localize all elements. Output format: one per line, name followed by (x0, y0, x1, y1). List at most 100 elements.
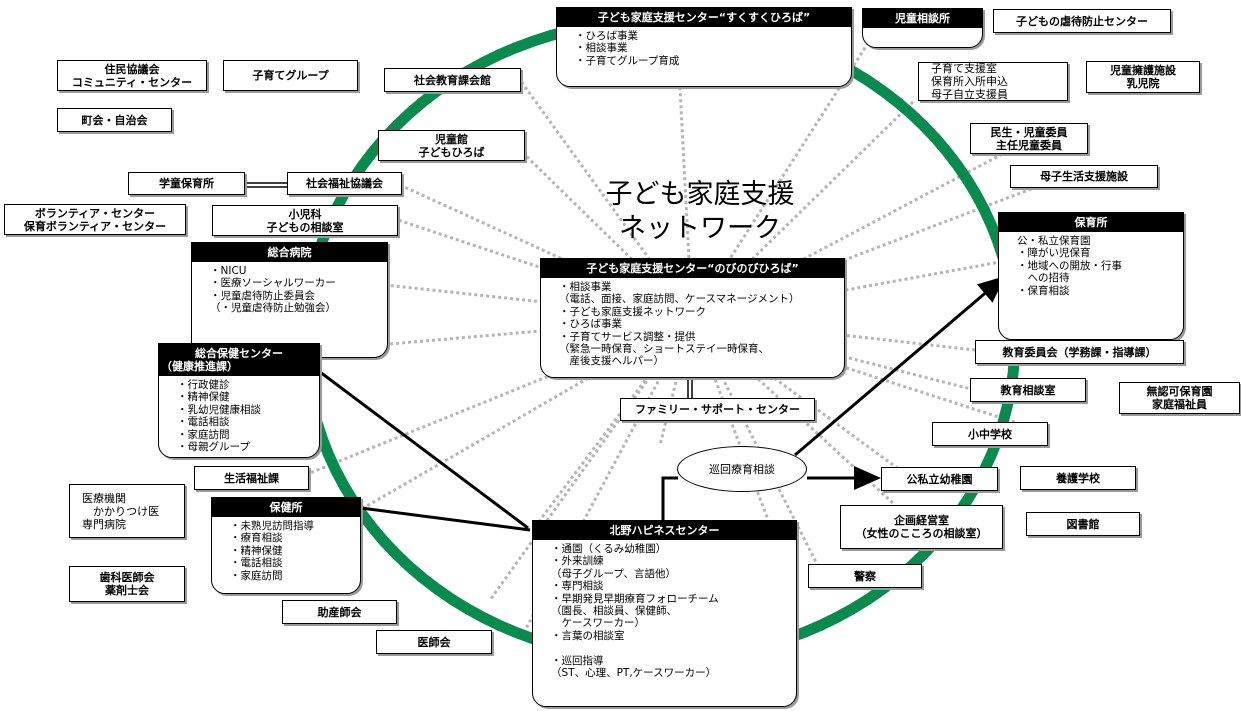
node-muninka[interactable]: 無認可保育園家庭福祉員 (1119, 382, 1240, 414)
node-label: 子どもの虐待防止センター (1016, 14, 1148, 28)
card-item: ・子育てグループ育成 (575, 54, 680, 67)
node-label: 子育て支援室 (931, 62, 997, 75)
node-shakai-kyouiku[interactable]: 社会教育課会館 (384, 68, 521, 92)
card-item: ・家庭訪問 (230, 569, 283, 582)
node-label: 子どもの相談室 (266, 220, 344, 234)
node-volunteer[interactable]: ボランティア・センター保育ボランティア・センター (4, 204, 186, 235)
card-item: ・精神保健 (177, 391, 230, 404)
node-label: 助産師会 (317, 605, 362, 619)
card-item: ・電話相談 (177, 416, 230, 429)
node-ishikai[interactable]: 医師会 (376, 630, 492, 654)
node-kosodate-shienshitsu[interactable]: 子育て支援室保育所入所申込母子自立支援員 (918, 62, 1068, 101)
junkai-ryouiku-soudan-ellipse[interactable]: 巡回療育相談 (677, 446, 807, 492)
node-shika[interactable]: 歯科医師会薬剤士会 (69, 566, 185, 602)
card-item: （園長、相談員、保健師、 (551, 605, 677, 618)
node-toshokan[interactable]: 図書館 (1026, 512, 1140, 536)
card-item: ・母親グループ (177, 441, 250, 454)
node-shounika[interactable]: 小児科子どもの相談室 (212, 205, 398, 236)
card-item: ・子ども家庭支援ネットワーク (559, 305, 706, 318)
card-item: ・外来訓練 (551, 555, 604, 568)
card-item: ・巡回指導 (551, 654, 604, 667)
node-jidou-yougo[interactable]: 児童擁護施設乳児院 (1086, 61, 1200, 93)
node-label: 主任児童委員 (996, 138, 1062, 152)
dotted-connector (690, 317, 822, 571)
card-item: ・ひろば事業 (559, 318, 622, 331)
card-item: 公・私立保育園 (1017, 235, 1091, 247)
node-family-support[interactable]: ファミリー・サポート・センター (620, 398, 815, 421)
card-hoikusho[interactable]: 保育所公・私立保育園・障がい児保育・地域への開放・行事 への招待・保育相談 (998, 212, 1184, 340)
diagram-title: 子ども家庭支援 ネットワーク (560, 178, 840, 246)
card-item: （ST、心理、PT,ケースワーカー） (551, 667, 717, 680)
node-label: 医療機関 (82, 491, 126, 505)
card-header: 児童相談所 (863, 9, 982, 28)
node-label: 生活福祉課 (224, 471, 279, 485)
node-label: ファミリー・サポート・センター (635, 403, 800, 416)
node-kyouiku-soudan[interactable]: 教育相談室 (970, 378, 1086, 402)
card-sougou-byouin[interactable]: 総合病院・NICU・医療ソーシャルワーカー・児童虐待防止委員会（・児童虐待防止勉… (191, 242, 388, 358)
node-label: 養護学校 (1056, 471, 1100, 485)
node-shouchuu[interactable]: 小中学校 (932, 422, 1048, 446)
node-boshi-seikatsu[interactable]: 母子生活支援施設 (1010, 165, 1158, 188)
solid-connector (360, 506, 531, 532)
card-nobinobi[interactable]: 子ども家庭支援センター“のびのびひろば”・相談事業（電話、面接、家庭訪問、ケース… (540, 258, 845, 378)
node-label: （女性のこころの相談室） (855, 527, 988, 540)
card-item: ・精神保健 (230, 544, 283, 557)
card-jidou-soudanjo[interactable]: 児童相談所 (862, 8, 983, 48)
card-sukusuku[interactable]: 子ども家庭支援センター“すくすくひろば”・ひろば事業・相談事業・子育てグループ育… (556, 7, 852, 87)
node-shakyo[interactable]: 社会福祉協議会 (287, 172, 402, 195)
node-label: 乳児院 (1126, 77, 1160, 90)
dotted-connector (691, 260, 1001, 320)
node-gakudou[interactable]: 学童保育所 (128, 172, 245, 195)
dotted-connector (488, 317, 694, 601)
card-item: ・行政健診 (177, 379, 230, 391)
card-item: ・電話相談 (230, 557, 283, 570)
card-kitano[interactable]: 北野ハピネスセンター・通園（くるみ幼稚園）・外来訓練（母子グループ、言語他）・専… (532, 520, 797, 707)
card-item: （・児童虐待防止勉強会） (210, 302, 336, 315)
node-label: 図書館 (1066, 517, 1100, 531)
node-jidoukan[interactable]: 児童館子どもひろば (378, 130, 525, 161)
node-label: 子育てグループ (252, 69, 329, 82)
dotted-connector (518, 148, 694, 320)
ellipse-label: 巡回療育相談 (709, 463, 775, 476)
node-kikaku[interactable]: 企画経営室（女性のこころの相談室） (840, 505, 1003, 549)
card-item: ・早期発見早期療育フォローチーム (551, 592, 719, 605)
card-item: （緊急一時保育、ショートステイ一時保育、 (559, 343, 769, 356)
node-keisatsu[interactable]: 警察 (808, 564, 922, 588)
node-label: 社会福祉協議会 (306, 177, 383, 190)
node-label: 児童館 (435, 132, 468, 146)
card-item: ・家庭訪問 (177, 428, 230, 441)
node-label: 公私立幼稚園 (906, 472, 973, 486)
node-label: 社会教育課会館 (414, 73, 491, 87)
card-item: ・通園（くるみ幼稚園） (551, 543, 667, 555)
node-gyakutai-center[interactable]: 子どもの虐待防止センター (993, 9, 1171, 33)
card-header: 北野ハピネスセンター (533, 521, 796, 540)
node-iryou-kikan[interactable]: 医療機関 かかりつけ医専門病院 (69, 484, 185, 538)
card-sougou-hoken[interactable]: 総合保健センター（健康推進課）・行政健診・精神保健・乳幼児健康相談・電話相談・家… (158, 343, 320, 458)
card-item: ・子育てサービス調整・提供 (559, 330, 696, 343)
card-hokenjo[interactable]: 保健所・未熟児訪問指導・療育相談・精神保健・電話相談・家庭訪問 (211, 497, 361, 594)
card-item-list: 公・私立保育園・障がい児保育・地域への開放・行事 への招待・保育相談 (999, 232, 1183, 301)
card-header: 総合保健センター（健康推進課） (159, 344, 319, 376)
node-kosodate-group[interactable]: 子育てグループ (223, 60, 358, 91)
node-chokai[interactable]: 町会・自治会 (57, 108, 172, 132)
card-item-list: ・行政健診・精神保健・乳幼児健康相談・電話相談・家庭訪問・母親グループ (159, 376, 319, 457)
card-item: ・相談事業 (559, 281, 612, 293)
node-minsei[interactable]: 民生・児童委員主任児童委員 (970, 123, 1088, 154)
node-kyouiku-iinkai[interactable]: 教育委員会（学務課・指導課） (975, 340, 1184, 364)
node-seikatsu-fukushi[interactable]: 生活福祉課 (194, 466, 309, 490)
node-label: ボランティア・センター (34, 206, 156, 220)
node-label: かかりつけ医 (82, 504, 160, 518)
node-yougo-gakkou[interactable]: 養護学校 (1020, 466, 1136, 490)
card-item: ・NICU (210, 265, 247, 277)
node-label: 学童保育所 (159, 177, 214, 190)
node-josanshi[interactable]: 助産師会 (282, 600, 397, 624)
dotted-connector (304, 316, 693, 477)
title-line-2: ネットワーク (619, 213, 781, 244)
node-juumin[interactable]: 住民協議会コミュニティ・センター (57, 60, 207, 91)
node-label: コミュニティ・センター (71, 75, 193, 89)
card-item-list: ・ひろば事業・相談事業・子育てグループ育成 (557, 27, 851, 71)
node-label: 歯科医師会 (99, 571, 155, 584)
dotted-connector (359, 316, 693, 512)
node-youchien[interactable]: 公私立幼稚園 (881, 467, 998, 491)
card-item: （電話、面接、家庭訪問、ケースマネージメント） (559, 293, 800, 306)
